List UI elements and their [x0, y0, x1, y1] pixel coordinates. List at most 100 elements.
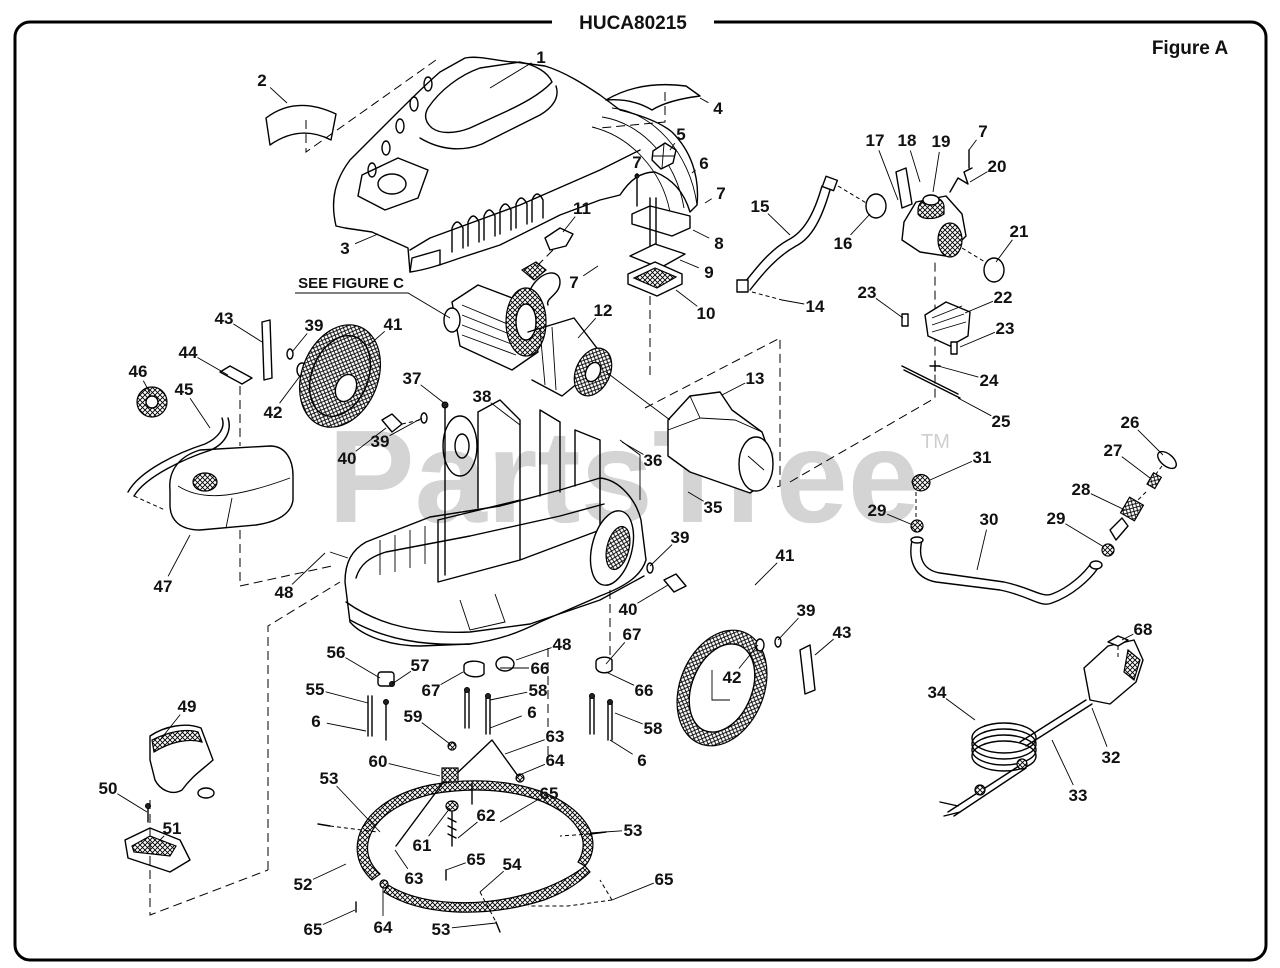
callout-leader-line — [197, 357, 229, 376]
hose-30-edge-b — [919, 539, 1093, 596]
callout-leader-line — [391, 670, 412, 685]
o-ring-16 — [865, 193, 887, 219]
callout-29: 29 — [868, 501, 887, 520]
callout-29: 29 — [1047, 509, 1066, 528]
callout-leader-line — [679, 259, 699, 269]
callout-65: 65 — [540, 784, 559, 803]
wheel-41-right — [676, 629, 768, 747]
plug-face — [1123, 648, 1141, 682]
callout-leader-line — [1121, 456, 1151, 479]
callout-leader-line — [233, 323, 263, 343]
callout-leader-line — [875, 298, 904, 319]
callout-9: 9 — [704, 263, 713, 282]
hood-front-lip — [409, 249, 441, 273]
see-figure-c-leader — [295, 292, 451, 319]
fuel-tank-seam — [225, 497, 233, 529]
fuel-tank-top-edge — [177, 477, 291, 497]
callout-leader-line — [312, 863, 347, 880]
callout-64: 64 — [374, 918, 393, 937]
handle-to-base-line — [267, 581, 341, 870]
fitting-27 — [1146, 471, 1163, 490]
callout-12: 12 — [594, 301, 613, 320]
callout-55: 55 — [306, 680, 325, 699]
callout-40: 40 — [619, 600, 638, 619]
callout-39: 39 — [797, 601, 816, 620]
label-68 — [1107, 635, 1129, 647]
support-arm-63-left — [395, 775, 449, 847]
callout-36: 36 — [644, 451, 663, 470]
callout-leader-line — [932, 151, 940, 193]
callout-leader-line — [499, 798, 540, 823]
pump-handle — [895, 167, 913, 209]
cord-terminals — [939, 801, 961, 817]
callout-leader-line — [814, 638, 834, 656]
callout-leader-line — [326, 722, 367, 732]
hose-to-pump-line — [837, 185, 869, 205]
callout-6: 6 — [637, 751, 646, 770]
watermark-trademark: TM — [921, 431, 950, 453]
callout-leader-line — [394, 849, 409, 870]
wheel-41-right-spoke — [711, 670, 730, 701]
callout-48: 48 — [275, 583, 294, 602]
callout-30: 30 — [980, 510, 999, 529]
callout-46: 46 — [129, 362, 148, 381]
callout-leader-line — [777, 617, 799, 641]
callout-5: 5 — [676, 125, 685, 144]
callout-leader-line — [976, 529, 987, 571]
callout-leader-line — [489, 691, 528, 701]
motor-assembly — [443, 227, 613, 397]
callout-leader-line — [345, 657, 381, 679]
leader-lines — [117, 62, 1164, 929]
callout-53: 53 — [320, 769, 339, 788]
power-cord-assembly — [939, 635, 1144, 817]
fuel-cap-center — [145, 395, 159, 409]
cord-coil-2 — [971, 728, 1037, 760]
callout-leader-line — [490, 402, 521, 426]
motor-wire — [529, 272, 561, 306]
relay-box-top — [632, 267, 678, 289]
callout-leader-line — [969, 171, 988, 183]
callout-leader-line — [367, 330, 385, 347]
hood-vents — [451, 193, 544, 253]
callout-leader-line — [577, 317, 597, 339]
callout-65: 65 — [467, 850, 486, 869]
base-tower-right — [539, 409, 601, 497]
decal-left — [265, 104, 337, 146]
callout-53: 53 — [432, 920, 451, 939]
callout-45: 45 — [175, 380, 194, 399]
handle-explode-line — [149, 800, 269, 916]
callout-leader-line — [1051, 739, 1074, 786]
unloader-valve — [901, 301, 971, 399]
callout-21: 21 — [1010, 222, 1029, 241]
decal-left-explode-line — [305, 59, 437, 153]
support-arm-63-right — [451, 739, 519, 779]
callout-leader-line — [781, 299, 805, 305]
callout-39: 39 — [305, 316, 324, 335]
callout-8: 8 — [714, 234, 723, 253]
callout-leader-line — [167, 534, 191, 577]
base-pin-48-left — [329, 551, 349, 559]
callout-leader-line — [937, 365, 979, 378]
callout-23: 23 — [858, 283, 877, 302]
decal-right — [605, 83, 701, 111]
callout-2: 2 — [257, 71, 266, 90]
callout-leader-line — [964, 300, 994, 314]
pump — [895, 149, 973, 258]
base-handle-recess — [459, 593, 506, 631]
callout-43: 43 — [833, 623, 852, 642]
callout-leader-line — [420, 384, 445, 404]
callout-leader-line — [909, 150, 921, 183]
base-bumper-lower — [349, 619, 471, 646]
callout-14: 14 — [806, 297, 825, 316]
callout-19: 19 — [932, 132, 951, 151]
motor-flange-hub — [515, 303, 537, 341]
callout-68: 68 — [1134, 620, 1153, 639]
fitting-26 — [1157, 450, 1177, 470]
callout-66: 66 — [531, 659, 550, 678]
pump-outlet-port — [937, 222, 963, 258]
cord-connector — [974, 784, 986, 796]
handle-49-grip — [151, 729, 204, 753]
callout-57: 57 — [411, 656, 430, 675]
callout-50: 50 — [99, 779, 118, 798]
